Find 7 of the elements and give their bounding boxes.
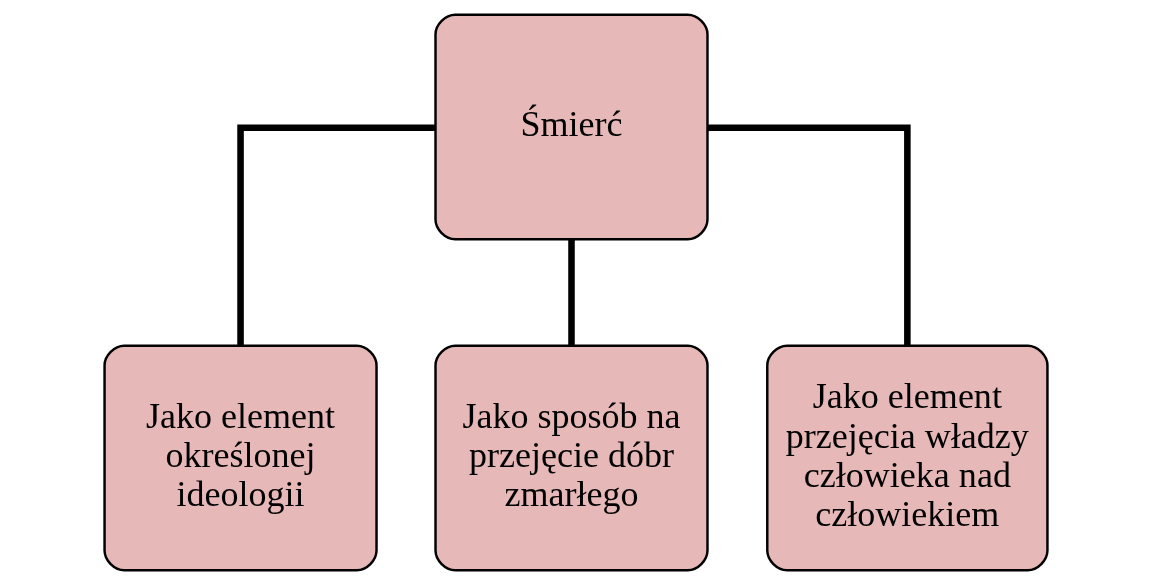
node-box: Jako sposób na przejęcie dóbr zmarłego: [434, 344, 709, 572]
connector: [568, 239, 575, 346]
connector: [237, 124, 436, 346]
node-box: Jako element przejęcia władzy człowieka nad człowiekiem: [766, 344, 1049, 572]
node-box: Śmierć: [434, 13, 709, 241]
node-box: Jako element określonej ideologii: [103, 344, 378, 572]
connector: [707, 124, 911, 346]
